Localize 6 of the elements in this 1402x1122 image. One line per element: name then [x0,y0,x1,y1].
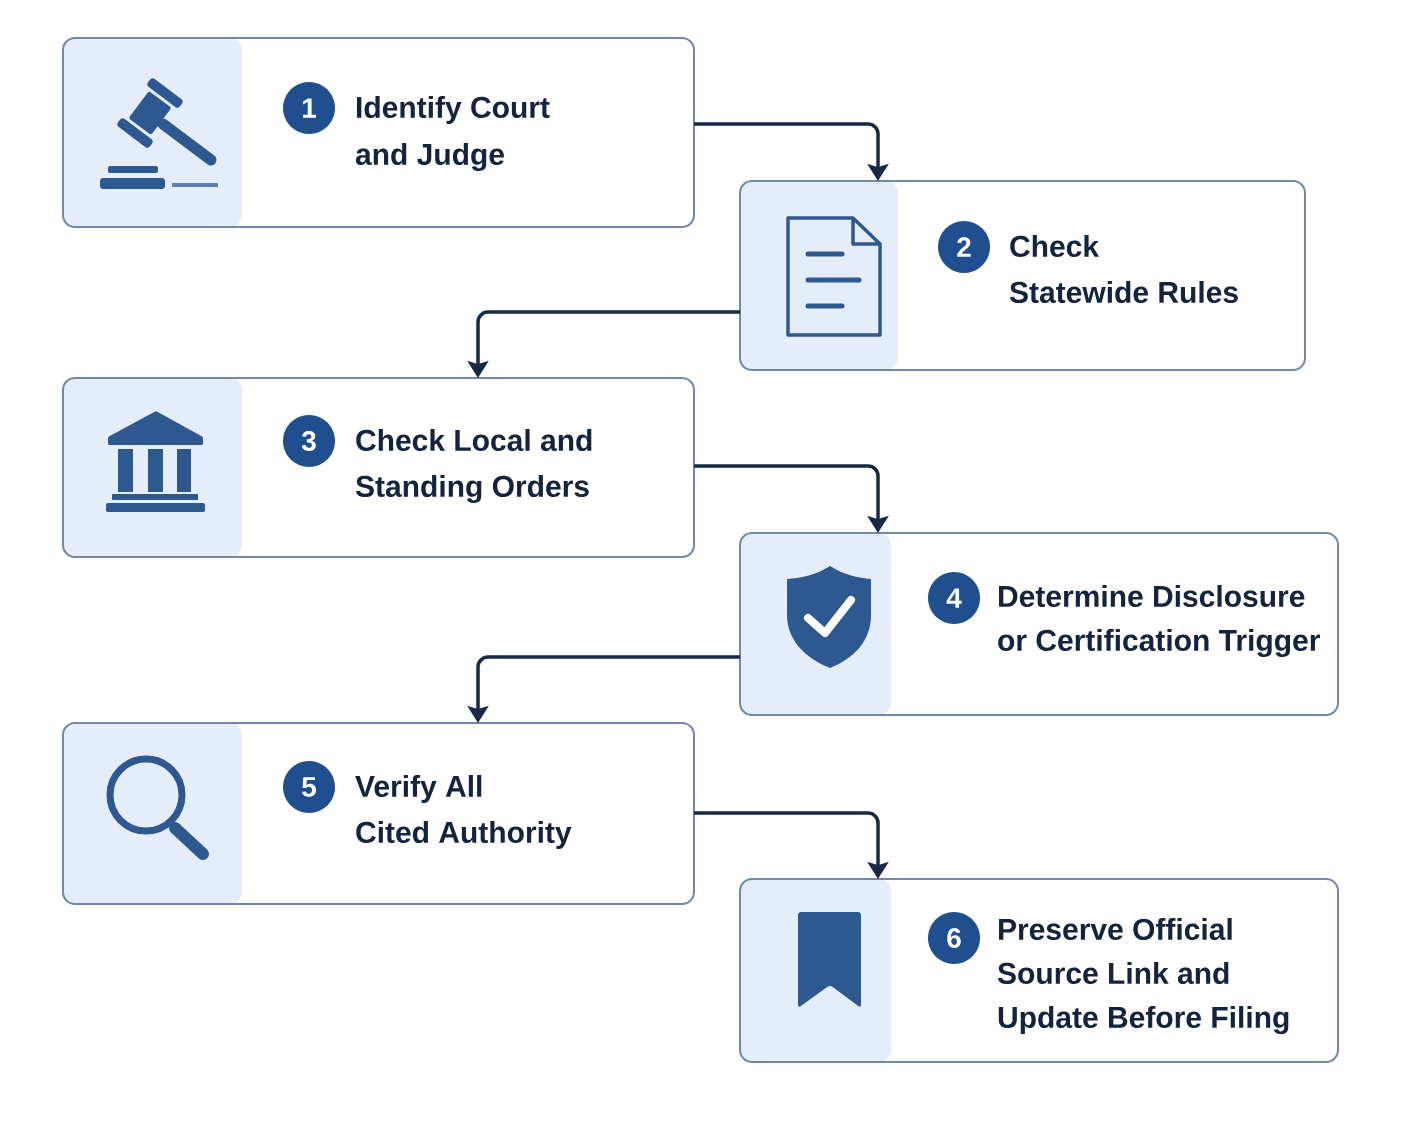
number-badge: 3 [283,415,335,467]
number-badge: 6 [928,912,980,964]
number-badge: 5 [283,761,335,813]
number-badge: 2 [938,221,990,273]
number-badge: 4 [928,572,980,624]
number-badge: 1 [283,82,335,134]
